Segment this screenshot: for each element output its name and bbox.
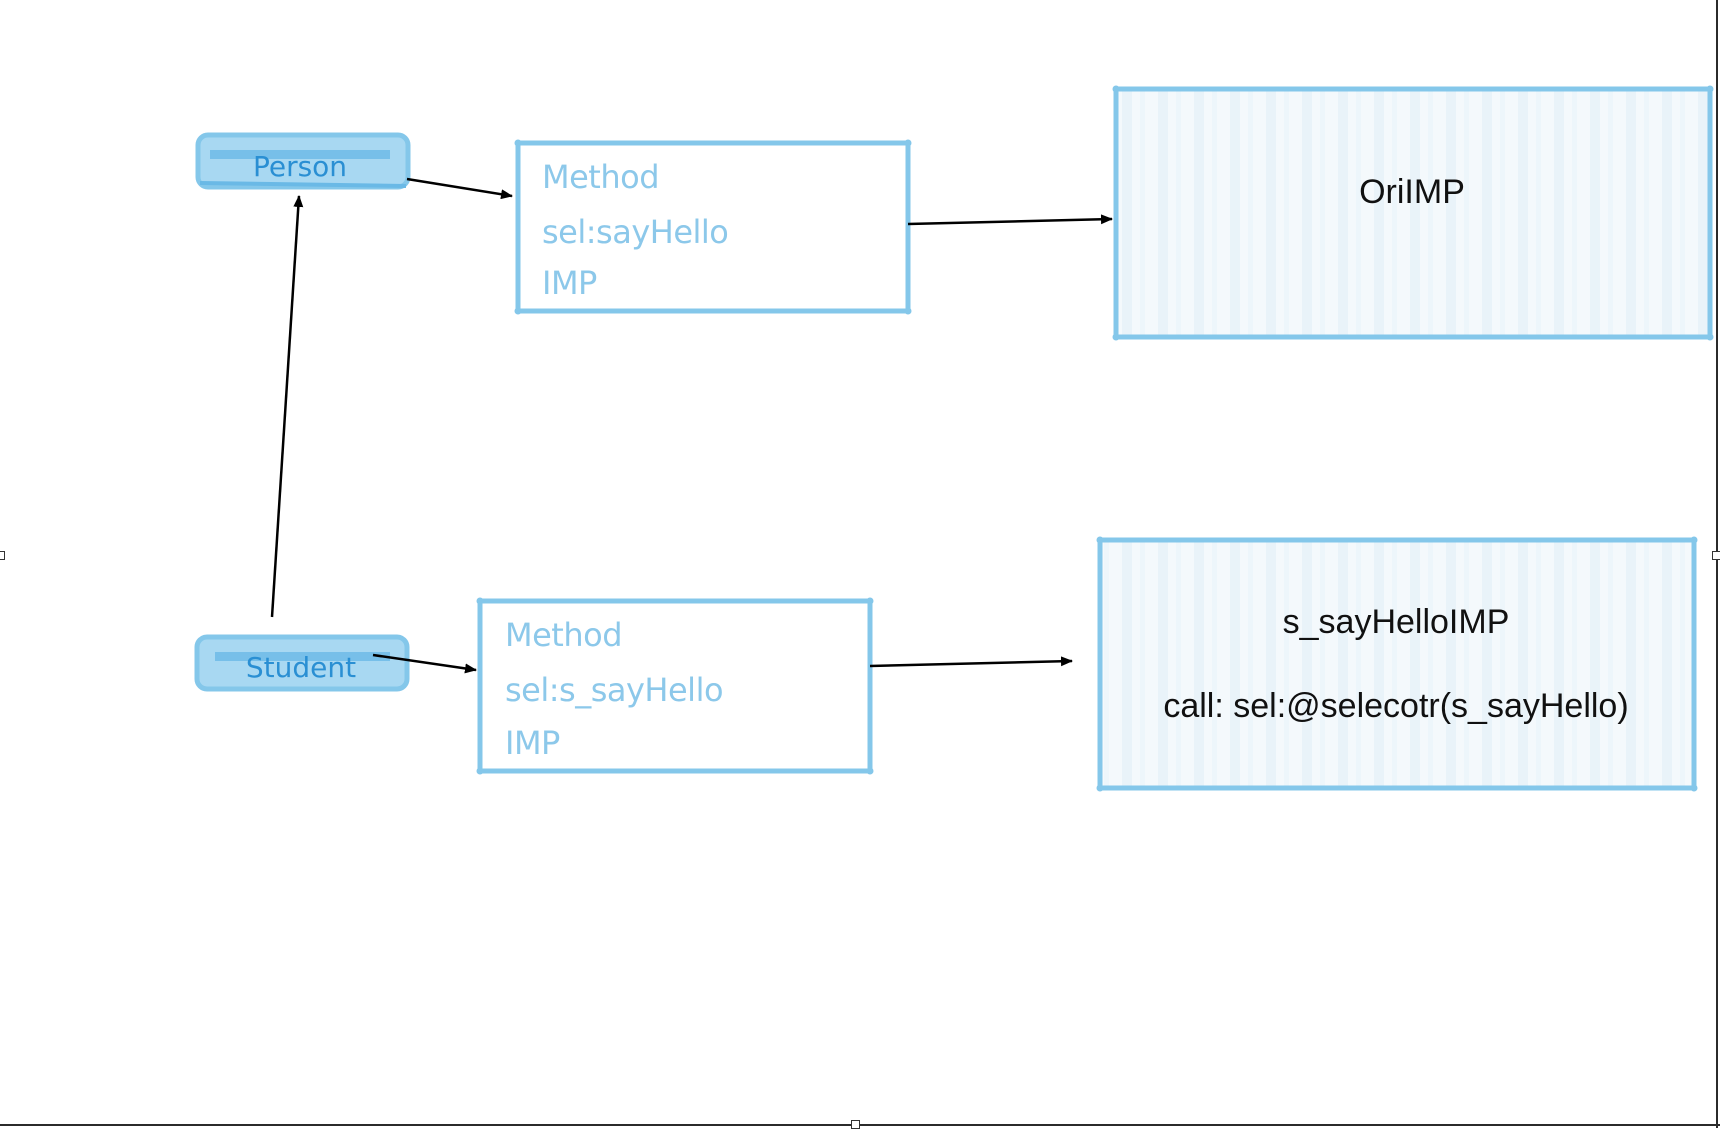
person-method-title: Method	[542, 158, 659, 196]
ori-imp-box[interactable]: OriIMP	[1112, 85, 1714, 341]
student-class-label: Student	[246, 651, 356, 684]
resize-handle-left[interactable]	[0, 551, 5, 560]
student-method-selector: sel:s_sayHello	[505, 671, 723, 709]
person-method-box[interactable]: Method sel:sayHello IMP	[514, 139, 912, 315]
student-method-imp: IMP	[505, 724, 560, 762]
person-method-imp: IMP	[542, 264, 597, 302]
swizzled-imp-title: s_sayHelloIMP	[1283, 603, 1510, 641]
student-class-node[interactable]: Student	[194, 634, 410, 692]
student-method-title: Method	[505, 616, 622, 654]
person-class-label: Person	[253, 150, 347, 183]
swizzled-imp-box[interactable]: s_sayHelloIMP call: sel:@selecotr(s_sayH…	[1096, 536, 1698, 792]
canvas-right-edge	[1716, 0, 1718, 1128]
person-class-node[interactable]: Person	[195, 132, 411, 190]
arrow-student-method-to-swizzled-imp	[869, 656, 1073, 668]
arrow-student-to-method	[372, 653, 477, 674]
arrow-person-to-method	[406, 177, 513, 200]
arrow-person-method-to-ori-imp	[907, 214, 1113, 226]
canvas-bottom-edge	[0, 1124, 1720, 1126]
resize-handle-right[interactable]	[1712, 551, 1720, 560]
student-method-box[interactable]: Method sel:s_sayHello IMP	[476, 597, 874, 775]
arrow-student-to-person	[270, 195, 304, 618]
person-method-selector: sel:sayHello	[542, 213, 728, 251]
ori-imp-title: OriIMP	[1359, 173, 1465, 211]
swizzled-imp-call: call: sel:@selecotr(s_sayHello)	[1163, 687, 1628, 725]
